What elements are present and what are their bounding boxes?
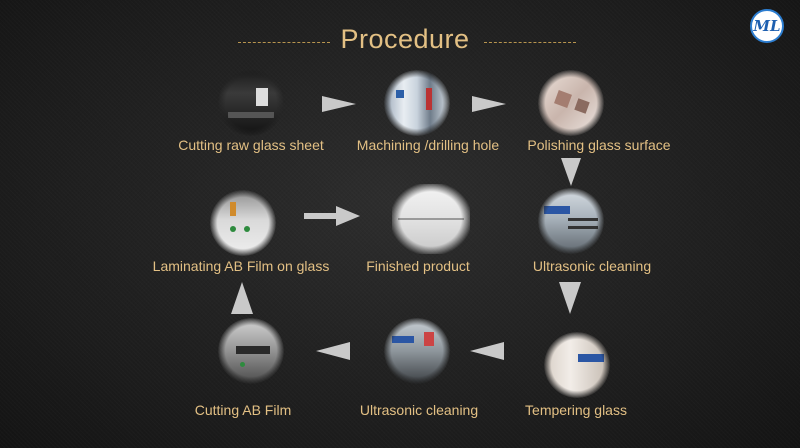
arrow-right-icon — [304, 206, 362, 226]
step-label-cutting-ab-film: Cutting AB Film — [195, 402, 291, 418]
step-label-polishing: Polishing glass surface — [527, 137, 670, 153]
step-label-laminating: Laminating AB Film on glass — [153, 258, 330, 274]
step-photo-tempering — [544, 332, 610, 398]
step-photo-ultrasonic-cleaning-1 — [538, 188, 604, 254]
step-label-tempering: Tempering glass — [525, 402, 627, 418]
arrow-left-icon — [316, 340, 352, 362]
step-photo-machining — [384, 70, 450, 136]
title-divider-right — [484, 42, 576, 43]
arrow-down-icon — [560, 158, 582, 188]
title-divider-left — [238, 42, 330, 43]
step-photo-cutting-ab-film — [218, 318, 284, 384]
step-photo-cutting-raw-glass — [218, 70, 284, 136]
arrow-up-icon — [230, 282, 254, 316]
arrow-left-icon — [470, 340, 506, 362]
step-photo-laminating — [210, 190, 276, 256]
arrow-right-icon — [472, 94, 508, 114]
step-photo-ultrasonic-cleaning-2 — [384, 318, 450, 384]
logo: ML — [750, 9, 784, 43]
arrow-right-icon — [322, 94, 358, 114]
step-photo-finished-product — [392, 184, 470, 254]
arrow-down-icon — [558, 282, 582, 316]
step-label-finished-product: Finished product — [366, 258, 470, 274]
title-bar: Procedure — [0, 24, 800, 60]
step-label-ultrasonic-cleaning-2: Ultrasonic cleaning — [360, 402, 478, 418]
page-title: Procedure — [330, 24, 480, 55]
step-label-cutting-raw-glass: Cutting raw glass sheet — [178, 137, 324, 153]
step-label-ultrasonic-cleaning-1: Ultrasonic cleaning — [533, 258, 651, 274]
step-photo-polishing — [538, 70, 604, 136]
step-label-machining: Machining /drilling hole — [357, 137, 499, 153]
